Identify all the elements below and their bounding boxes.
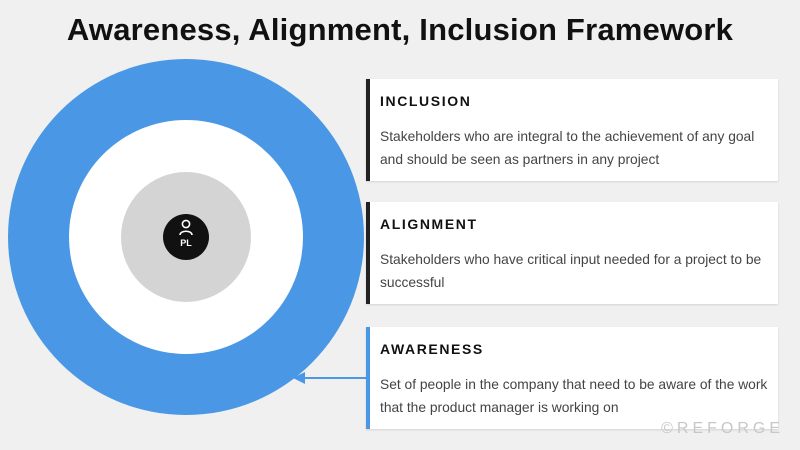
inclusion-description: Stakeholders who are integral to the ach…: [380, 129, 755, 167]
reforge-watermark: ©REFORGE: [661, 420, 784, 437]
inclusion-card: INCLUSION Stakeholders who are integral …: [366, 79, 778, 181]
awareness-card: AWARENESS Set of people in the company t…: [366, 327, 778, 429]
product-lead-badge: PL: [163, 214, 209, 260]
person-icon: [179, 219, 193, 236]
page-title: Awareness, Alignment, Inclusion Framewor…: [66, 12, 734, 47]
product-lead-label: PL: [180, 238, 192, 248]
awareness-arrow: [293, 372, 366, 384]
awareness-description: Set of people in the company that need t…: [380, 377, 768, 415]
alignment-heading: ALIGNMENT: [380, 216, 478, 232]
inclusion-heading: INCLUSION: [380, 93, 472, 109]
alignment-card: ALIGNMENT Stakeholders who have critical…: [366, 202, 778, 304]
awareness-heading: AWARENESS: [380, 341, 484, 357]
alignment-description: Stakeholders who have critical input nee…: [380, 252, 762, 290]
